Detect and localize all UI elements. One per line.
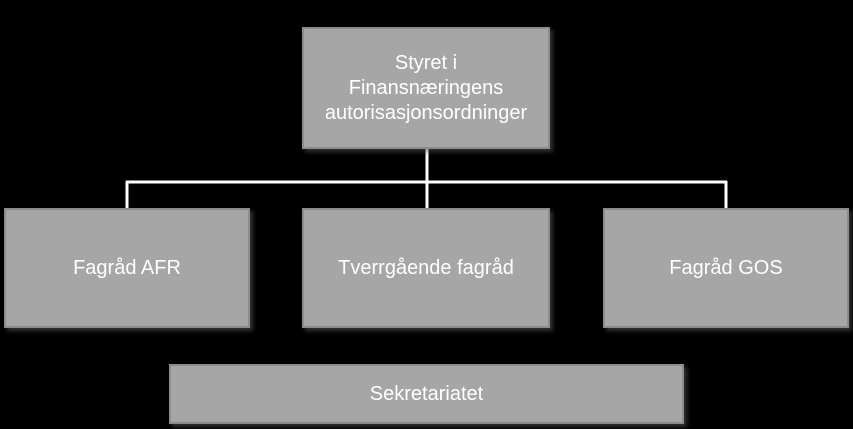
secretariat-box: Sekretariatet xyxy=(169,364,684,424)
committee-box-cross: Tverrgående fagråd xyxy=(302,208,550,328)
board-box-text: Styret i Finansnæringens autorisasjonsor… xyxy=(325,51,527,126)
committee-label-cross: Tverrgående fagråd xyxy=(338,256,514,279)
committee-label-afr: Fagråd AFR xyxy=(73,256,181,279)
committee-box-gos: Fagråd GOS xyxy=(603,208,849,328)
board-line-3: autorisasjonsordninger xyxy=(324,101,528,124)
committee-box-afr: Fagråd AFR xyxy=(4,208,250,328)
secretariat-label: Sekretariatet xyxy=(369,382,484,405)
board-line-2: Finansnæringens xyxy=(348,76,504,99)
board-box: Styret i Finansnæringens autorisasjonsor… xyxy=(302,27,550,149)
board-line-1: Styret i xyxy=(394,51,458,74)
committee-label-gos: Fagråd GOS xyxy=(669,256,783,279)
